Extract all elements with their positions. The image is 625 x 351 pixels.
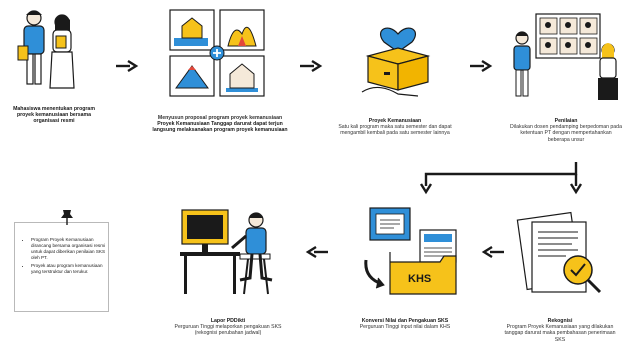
step-5-subtitle: Program Proyek Kemanusiaan yang dilakuka… xyxy=(500,324,620,343)
arrow-step2-to-3 xyxy=(300,60,322,72)
step-6-caption: Konversi Nilai dan Pengakuan SKS Perguru… xyxy=(340,318,470,330)
step-2-caption: Menyusun proposal program proyek kemanus… xyxy=(150,115,290,134)
step-6-subtitle: Perguruan Tinggi input nilai dalam KHS xyxy=(340,324,470,330)
step-7-subtitle: Perguruan Tinggi melaporkan pengakuan SK… xyxy=(168,324,288,336)
step-3-caption: Proyek Kemanusiaan Satu kali program mak… xyxy=(335,118,455,137)
arrow-step3-to-4 xyxy=(470,60,492,72)
step-1-title: Mahasiswa menentukan program proyek kema… xyxy=(4,106,104,125)
step-5-caption: Rekognisi Program Proyek Kemanusiaan yan… xyxy=(500,318,620,343)
computer-worker-illustration xyxy=(178,206,278,300)
note-list: Program Proyek Kemanusiaan dirancang ber… xyxy=(15,237,108,275)
note-card: Program Proyek Kemanusiaan dirancang ber… xyxy=(14,222,109,312)
arrow-step1-to-2 xyxy=(116,60,138,72)
arrow-step5-to-6 xyxy=(482,246,504,258)
note-item: Program Proyek Kemanusiaan dirancang ber… xyxy=(31,237,108,261)
evaluation-illustration xyxy=(510,8,620,104)
connector-step4-split xyxy=(418,160,588,200)
step-2-subtitle: Proyek Kemanusiaan Tanggap darurat dapat… xyxy=(150,121,290,133)
donation-box-illustration xyxy=(358,12,438,102)
khs-folder-illustration: KHS xyxy=(360,204,460,300)
students-illustration xyxy=(14,6,84,96)
step-1-caption: Mahasiswa menentukan program proyek kema… xyxy=(4,106,104,125)
arrow-step6-to-7 xyxy=(306,246,328,258)
note-item: Proyek atau program kemanusiaan yang ter… xyxy=(31,263,108,275)
disaster-grid-illustration xyxy=(168,8,268,98)
pushpin-icon xyxy=(60,208,74,226)
recognition-document-illustration xyxy=(516,208,606,298)
step-4-subtitle: Dilakukan dosen pendamping berpedoman pa… xyxy=(510,124,622,143)
khs-label: KHS xyxy=(408,273,431,285)
step-7-caption: Lapor PDDikti Perguruan Tinggi melaporka… xyxy=(168,318,288,337)
step-3-subtitle: Satu kali program maka satu semester dan… xyxy=(335,124,455,136)
step-4-caption: Penilaian Dilakukan dosen pendamping ber… xyxy=(510,118,622,143)
